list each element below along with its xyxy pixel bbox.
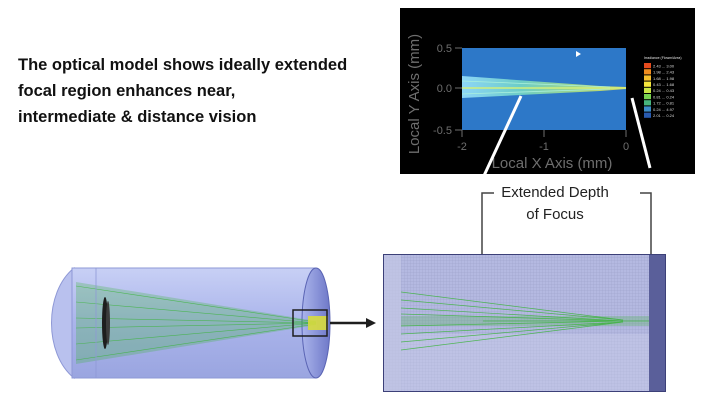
legend-label: 0.43 ... 1.68 bbox=[653, 82, 675, 87]
light-cone bbox=[76, 282, 316, 364]
legend-swatch bbox=[644, 94, 651, 100]
legend-label: 1.72 ... 0.81 bbox=[653, 101, 675, 106]
legend-swatch bbox=[644, 100, 651, 106]
beam-lower-line bbox=[461, 88, 611, 95]
legend-label: 2.43 ... 3.00 bbox=[653, 63, 675, 68]
x-tick-label: -2 bbox=[457, 141, 467, 153]
legend-label: 1.98 ... 2.43 bbox=[653, 70, 675, 75]
x-axis-label: Local X Axis (mm) bbox=[492, 155, 613, 172]
legend: 2.43 ... 3.001.98 ... 2.431.68 ... 1.980… bbox=[644, 63, 675, 118]
zoom-right-band bbox=[649, 254, 666, 392]
headline-line-3: intermediate & distance vision bbox=[18, 108, 257, 126]
legend-swatch bbox=[644, 75, 651, 81]
legend-swatch bbox=[644, 81, 651, 87]
headline-line-2: focal region enhances near, bbox=[18, 82, 236, 100]
y-axis-label: Local Y Axis (mm) bbox=[406, 34, 423, 154]
bracket-right bbox=[640, 192, 652, 255]
cornea-dome bbox=[51, 266, 75, 380]
zoom-frame bbox=[383, 254, 666, 392]
legend-label: 0.81 ... 0.24 bbox=[653, 94, 675, 99]
extended-depth-line-1: Extended Depth bbox=[501, 184, 609, 201]
extended-depth-label: Extended Depth of Focus bbox=[500, 182, 610, 226]
headline-text: The optical model shows ideally extended… bbox=[18, 52, 388, 130]
focus-zone bbox=[308, 316, 328, 330]
axis-ticks bbox=[455, 47, 627, 137]
legend-swatch bbox=[644, 106, 651, 112]
intraocular-lens-back bbox=[106, 301, 110, 345]
legend-label: 1.68 ... 1.98 bbox=[653, 76, 675, 81]
headline-line-1: The optical model shows ideally extended bbox=[18, 56, 348, 74]
eye-body bbox=[71, 267, 317, 379]
extended-depth-line-2: of Focus bbox=[526, 206, 584, 223]
x-tick-label: 0 bbox=[623, 141, 629, 153]
y-tick-label: 0.0 bbox=[437, 83, 452, 95]
eye-model bbox=[51, 266, 376, 380]
x-tick-label: -1 bbox=[539, 141, 549, 153]
pointer-icon bbox=[576, 51, 581, 57]
legend-label: 0.24 ... 4.97 bbox=[653, 107, 675, 112]
zoomed-focal-view bbox=[383, 254, 666, 392]
y-tick-label: -0.5 bbox=[433, 125, 452, 137]
legend-swatch bbox=[644, 63, 651, 69]
legend-swatch bbox=[644, 69, 651, 75]
y-tick-label: 0.5 bbox=[437, 43, 452, 55]
irradiance-plot: 0.5 0.0 -0.5 -2 -1 0 Local X Axis (mm) L… bbox=[400, 8, 695, 174]
zoom-ray-bundle bbox=[400, 291, 649, 351]
beam-upper-line bbox=[461, 80, 611, 88]
legend-swatch bbox=[644, 87, 651, 93]
legend-label: 2.01 ... 0.24 bbox=[653, 113, 675, 118]
bracket-left bbox=[481, 192, 494, 255]
legend-title: Irradiance (Flowm/Area) bbox=[644, 56, 682, 60]
zoom-left-band bbox=[383, 254, 401, 392]
legend-swatch bbox=[644, 112, 651, 118]
zoom-focal-band bbox=[401, 316, 649, 326]
legend-label: 0.24 ... 0.43 bbox=[653, 88, 675, 93]
zoom-arrow-head bbox=[366, 318, 376, 328]
ray-bundle bbox=[75, 285, 317, 361]
zoom-lower-panel bbox=[401, 334, 649, 392]
zoom-box bbox=[292, 309, 328, 337]
